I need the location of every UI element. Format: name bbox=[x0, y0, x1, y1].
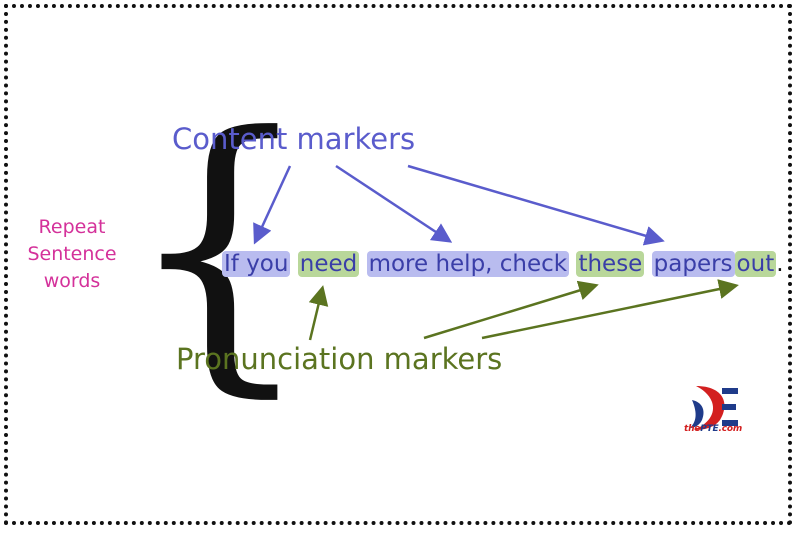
repeat-sentence-words-label: Repeat Sentence words bbox=[22, 214, 122, 295]
content-arrow-to-more-help bbox=[335, 164, 453, 243]
thepte-logo-icon bbox=[690, 386, 738, 430]
sentence-chunk-content: more help, check bbox=[366, 251, 570, 277]
curly-brace: { bbox=[124, 73, 315, 422]
pron-arrow-to-out bbox=[481, 279, 739, 340]
pron-arrow-to-need bbox=[308, 285, 329, 341]
logo-text: thePTE.com bbox=[684, 424, 742, 434]
sentence-chunk-content: If you bbox=[222, 251, 291, 277]
side-label-line-1: Repeat bbox=[38, 216, 106, 238]
dotted-frame bbox=[4, 4, 792, 525]
side-label-line-2: Sentence bbox=[27, 243, 117, 265]
pronunciation-markers-title: Pronunciation markers bbox=[176, 342, 503, 376]
sentence-chunk-pronunciation: need bbox=[297, 251, 360, 277]
sentence-chunk-pronunciation: out bbox=[734, 251, 777, 277]
content-markers-title: Content markers bbox=[172, 122, 416, 156]
content-arrow-to-papers bbox=[407, 164, 665, 246]
content-arrow-to-if-you bbox=[253, 165, 292, 245]
sentence-chunk-pronunciation: these bbox=[576, 251, 645, 277]
example-sentence: If you need more help, check these paper… bbox=[222, 248, 784, 280]
logo-text-suffix: .com bbox=[718, 424, 743, 434]
sentence-chunk-content: papers bbox=[651, 251, 735, 277]
pron-arrow-to-these bbox=[423, 280, 599, 340]
sentence-period: . bbox=[776, 251, 784, 277]
side-label-line-3: words bbox=[43, 270, 101, 292]
logo-text-brand: PTE bbox=[700, 424, 719, 434]
logo-text-prefix: the bbox=[684, 424, 701, 434]
